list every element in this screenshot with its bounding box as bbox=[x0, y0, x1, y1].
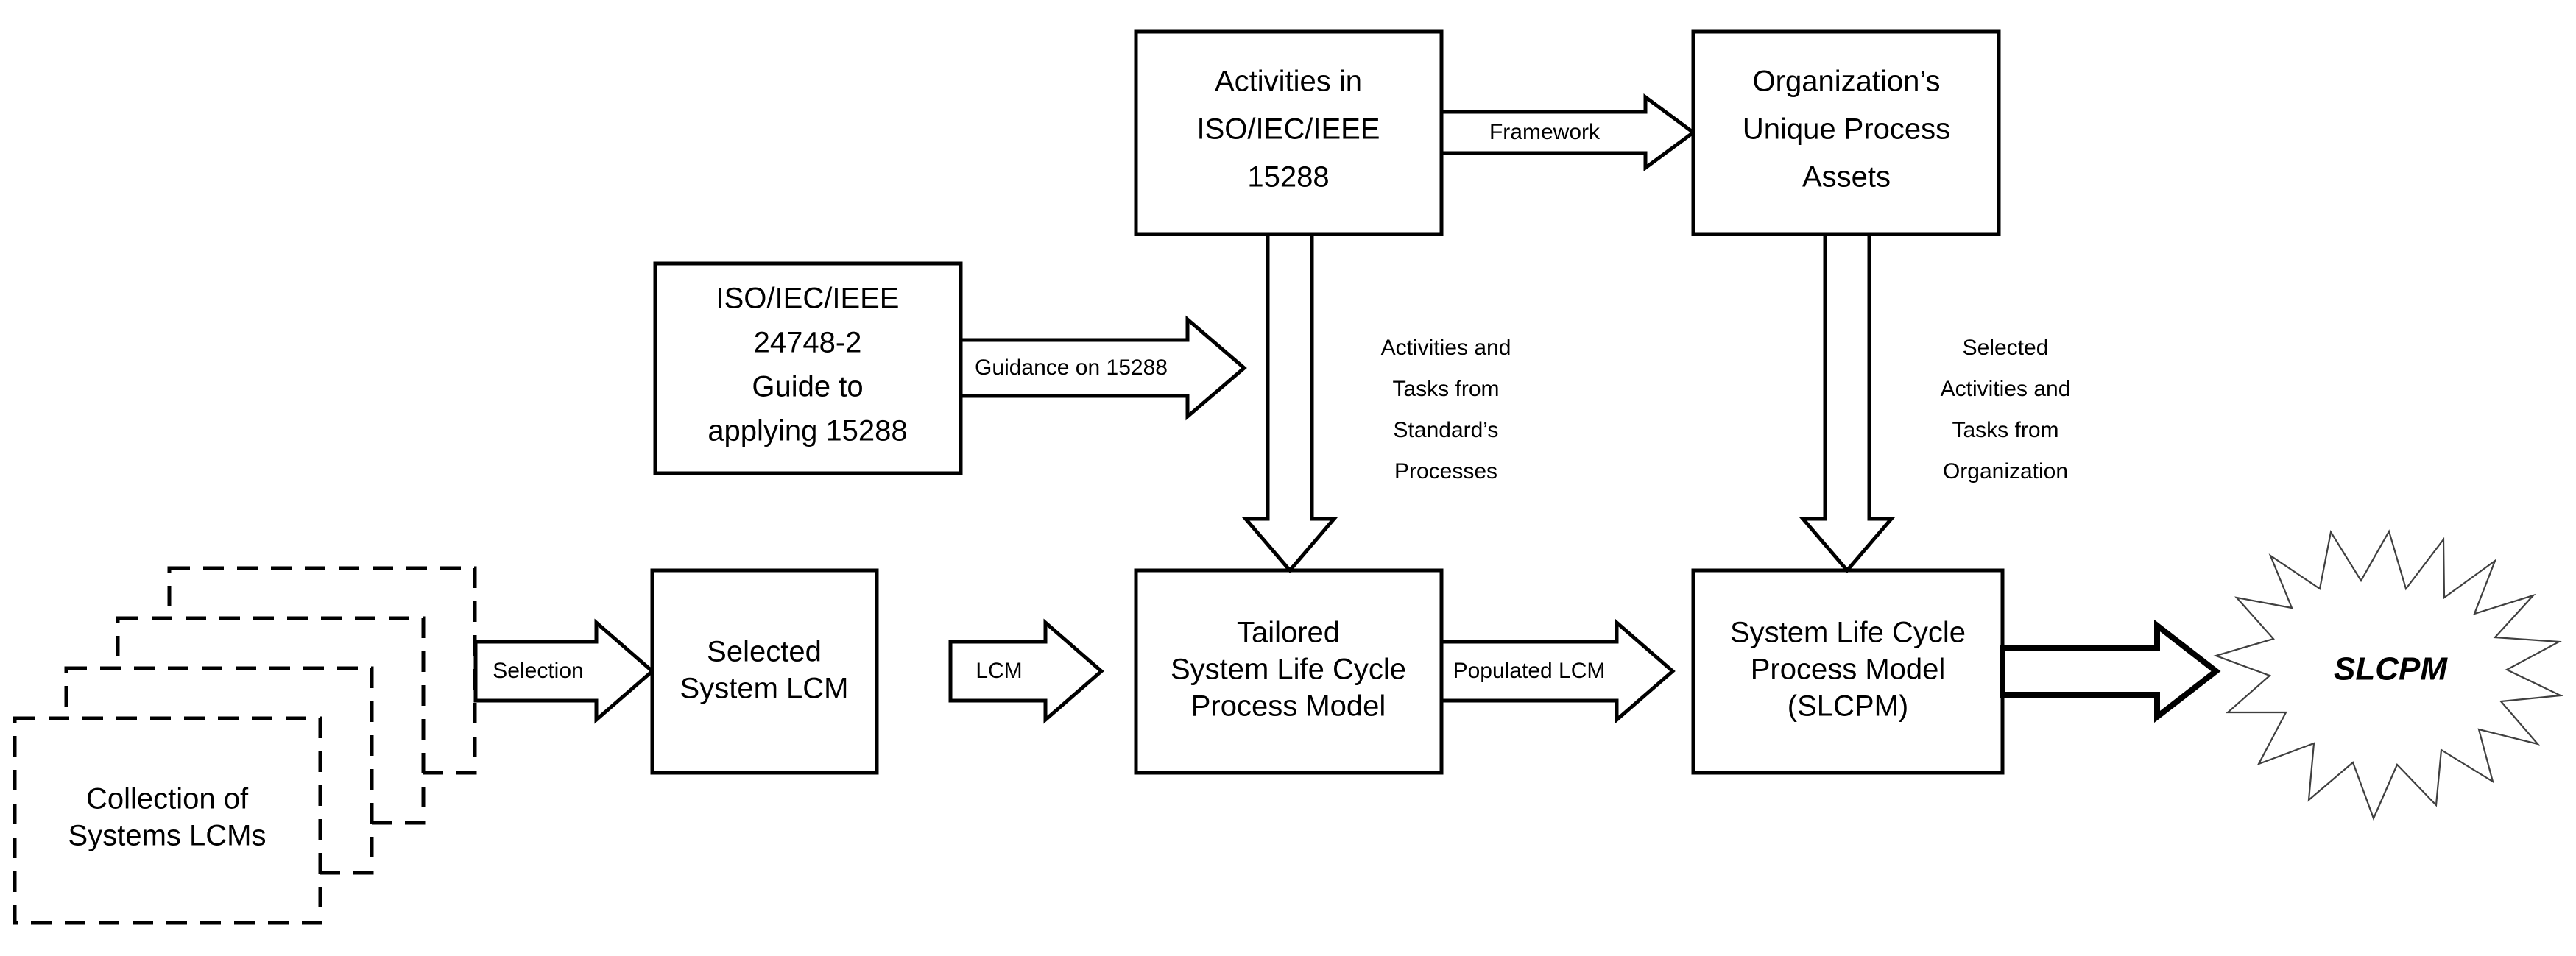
final-arrow-shape bbox=[2000, 619, 2221, 723]
arrow-to-starburst bbox=[2000, 619, 2221, 723]
starburst-label: SLCPM bbox=[2334, 651, 2448, 687]
box-selected-system-lcm[interactable]: Selected System LCM bbox=[650, 568, 879, 775]
guide-24748-line-2: Guide to bbox=[752, 371, 863, 403]
standard-processes-line-3: Processes bbox=[1394, 459, 1497, 484]
guide-24748-line-3: applying 15288 bbox=[707, 415, 907, 447]
collection-stack-line-1: Systems LCMs bbox=[68, 820, 267, 852]
arrow-populated-lcm[interactable]: Populated LCM bbox=[1439, 618, 1676, 724]
guidance-arrow-shape bbox=[959, 315, 1247, 421]
standard-processes-line-2: Standard’s bbox=[1394, 418, 1499, 442]
selection-arrow-label: Selection bbox=[493, 659, 583, 683]
organization-tasks-line-1: Activities and bbox=[1941, 377, 2071, 401]
activities-15288-rect bbox=[1134, 29, 1444, 236]
organization-tasks-line-0: Selected bbox=[1963, 336, 2049, 360]
org-activities-arrow-shape bbox=[1799, 232, 1896, 573]
organization-tasks-line-2: Tasks from bbox=[1952, 418, 2058, 442]
standard-activities-arrow-shape bbox=[1241, 232, 1338, 573]
activities-15288-line-1: ISO/IEC/IEEE bbox=[1197, 113, 1380, 146]
starburst-slcpm[interactable]: SLCPM bbox=[2213, 529, 2564, 821]
org-assets-line-2: Assets bbox=[1802, 161, 1891, 194]
collection-stack[interactable]: Collection of Systems LCMs bbox=[13, 566, 477, 925]
populated-lcm-arrow-shape bbox=[1439, 618, 1676, 724]
guide-24748-line-1: 24748-2 bbox=[754, 327, 862, 359]
note-organization-tasks: Selected Activities and Tasks from Organ… bbox=[1941, 336, 2071, 484]
guidance-arrow-label: Guidance on 15288 bbox=[975, 355, 1168, 380]
framework-arrow-label: Framework bbox=[1489, 120, 1601, 144]
arrow-standard-activities-down bbox=[1241, 232, 1338, 573]
guide-24748-rect bbox=[653, 261, 963, 475]
populated-lcm-arrow-label: Populated LCM bbox=[1453, 659, 1606, 683]
box-tailored-process-model[interactable]: Tailored System Life Cycle Process Model bbox=[1134, 568, 1444, 775]
box-activities-15288[interactable]: Activities in ISO/IEC/IEEE 15288 bbox=[1134, 29, 1444, 236]
selection-arrow-shape bbox=[473, 618, 655, 724]
slcpm-line-0: System Life Cycle bbox=[1730, 617, 1966, 649]
selected-system-lcm-rect bbox=[650, 568, 879, 775]
box-guide-24748[interactable]: ISO/IEC/IEEE 24748-2 Guide to applying 1… bbox=[653, 261, 963, 475]
standard-processes-line-0: Activities and bbox=[1381, 336, 1511, 360]
collection-stack-line-0: Collection of bbox=[86, 783, 249, 815]
tailored-process-model-line-1: System Life Cycle bbox=[1171, 654, 1406, 686]
note-standard-processes: Activities and Tasks from Standard’s Pro… bbox=[1381, 336, 1511, 484]
tailored-process-model-line-2: Process Model bbox=[1191, 690, 1386, 723]
guide-24748-line-0: ISO/IEC/IEEE bbox=[716, 283, 900, 315]
lcm-arrow-shape bbox=[948, 618, 1104, 724]
selected-system-lcm-line-0: Selected bbox=[707, 636, 822, 668]
arrow-org-activities-down bbox=[1799, 232, 1896, 573]
selected-system-lcm-line-1: System LCM bbox=[680, 673, 849, 705]
org-assets-line-1: Unique Process bbox=[1743, 113, 1950, 146]
activities-15288-line-2: 15288 bbox=[1247, 161, 1329, 194]
arrow-selection[interactable]: Selection bbox=[473, 618, 655, 724]
framework-arrow-shape bbox=[1439, 93, 1697, 171]
activities-15288-line-0: Activities in bbox=[1215, 65, 1362, 98]
box-org-assets[interactable]: Organization’s Unique Process Assets bbox=[1691, 29, 2001, 236]
organization-tasks-line-3: Organization bbox=[1943, 459, 2068, 484]
org-assets-line-0: Organization’s bbox=[1753, 65, 1941, 98]
tailored-process-model-rect bbox=[1134, 568, 1444, 775]
stack-card-1 bbox=[13, 716, 322, 925]
arrow-guidance-15288[interactable]: Guidance on 15288 bbox=[959, 315, 1247, 421]
arrow-lcm[interactable]: LCM bbox=[948, 618, 1104, 724]
slcpm-line-1: Process Model bbox=[1751, 654, 1946, 686]
slcpm-line-2: (SLCPM) bbox=[1788, 690, 1908, 723]
arrow-framework[interactable]: Framework bbox=[1439, 93, 1697, 171]
lcm-arrow-label: LCM bbox=[975, 659, 1022, 683]
starburst-shape bbox=[2213, 529, 2564, 821]
box-slcpm[interactable]: System Life Cycle Process Model (SLCPM) bbox=[1691, 568, 2005, 775]
tailored-process-model-line-0: Tailored bbox=[1237, 617, 1340, 649]
org-assets-rect bbox=[1691, 29, 2001, 236]
standard-processes-line-1: Tasks from bbox=[1392, 377, 1499, 401]
